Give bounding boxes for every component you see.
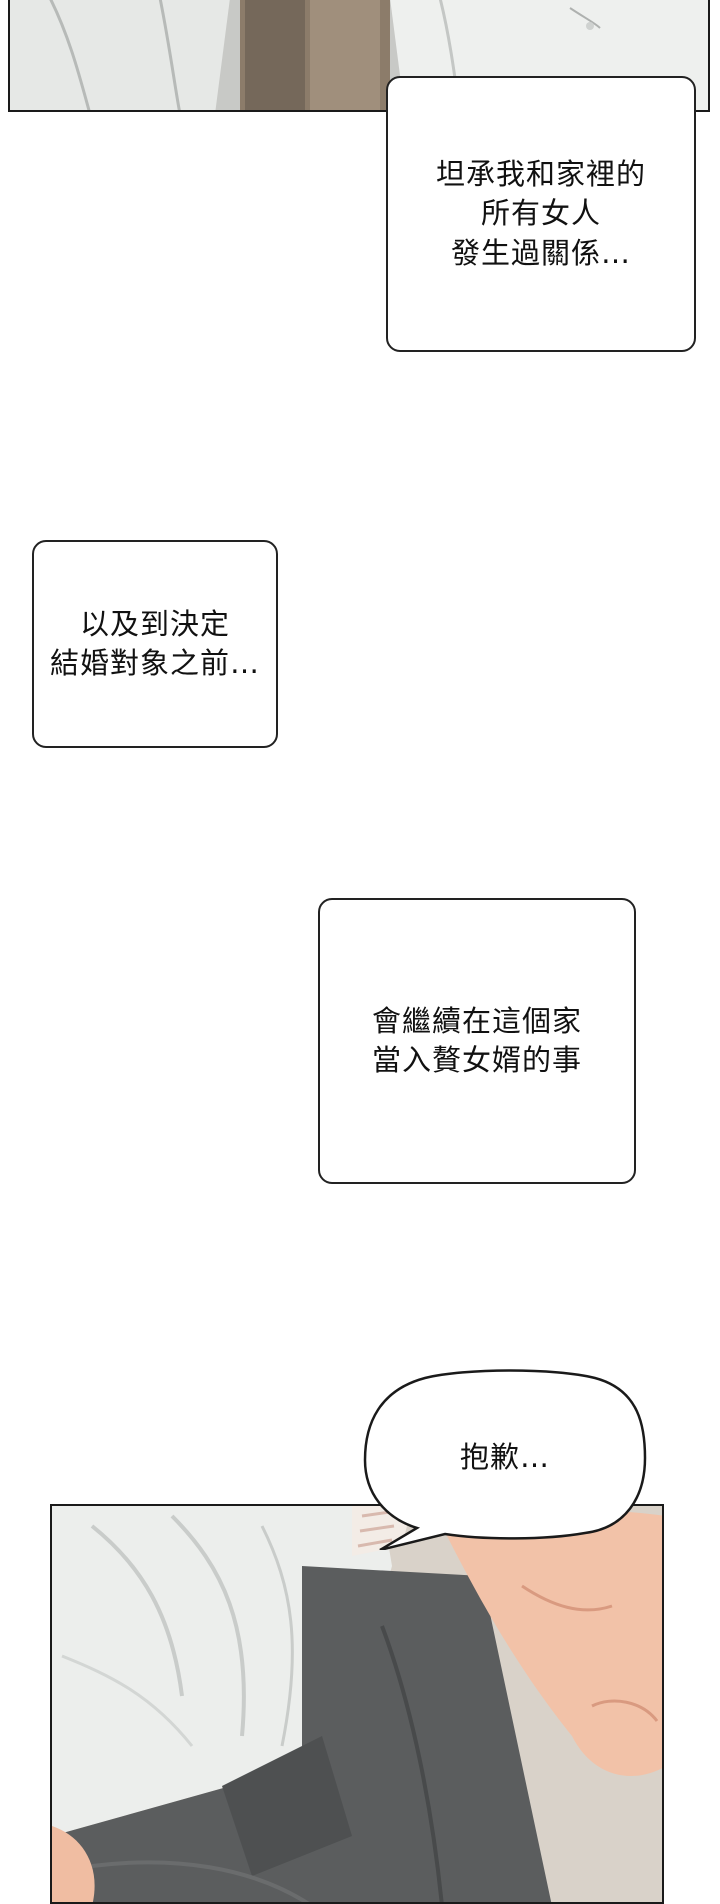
caption-box-2: 以及到決定 結婚對象之前… xyxy=(32,540,278,748)
bottom-illustration-panel xyxy=(50,1504,664,1904)
caption-line: 所有女人 xyxy=(480,196,601,231)
speech-bubble-text: 抱歉… xyxy=(459,1440,550,1474)
caption-line: 坦承我和家裡的 xyxy=(435,157,646,192)
caption-line: 發生過關係… xyxy=(450,235,631,270)
caption-1-text: 坦承我和家裡的 所有女人 發生過關係… xyxy=(436,155,646,272)
speech-bubble-shape xyxy=(363,1369,647,1550)
caption-line: 當入贅女婿的事 xyxy=(371,1043,582,1077)
caption-line: 會繼續在這個家 xyxy=(371,1003,582,1038)
bottom-illustration xyxy=(52,1506,662,1902)
speech-bubble: 抱歉… xyxy=(355,1368,655,1550)
caption-line: 以及到決定 xyxy=(79,606,230,641)
caption-box-3: 會繼續在這個家 當入贅女婿的事 xyxy=(318,898,636,1184)
caption-line: 結婚對象之前… xyxy=(49,646,260,680)
caption-3-text: 會繼續在這個家 當入贅女婿的事 xyxy=(372,1002,582,1080)
caption-box-1: 坦承我和家裡的 所有女人 發生過關係… xyxy=(386,76,696,352)
caption-2-text: 以及到決定 結婚對象之前… xyxy=(50,605,260,683)
